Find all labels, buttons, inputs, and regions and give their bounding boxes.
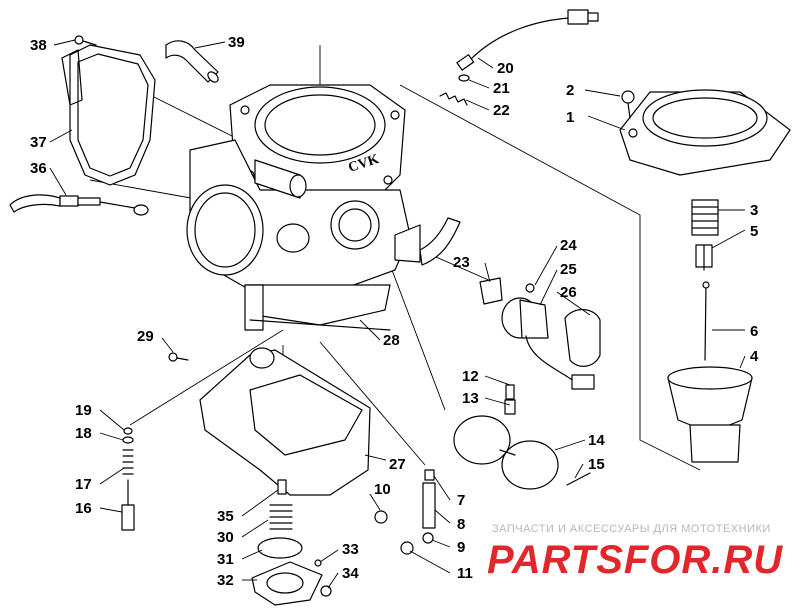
callout-1: 1	[566, 109, 574, 126]
callout-28: 28	[383, 332, 400, 349]
callout-18: 18	[75, 425, 92, 442]
callout-15: 15	[588, 456, 605, 473]
callout-12: 12	[462, 368, 479, 385]
callout-23: 23	[453, 254, 470, 271]
part-12-needle-valve	[505, 384, 515, 400]
callout-33: 33	[342, 541, 359, 558]
callout-2: 2	[566, 82, 574, 99]
callout-11: 11	[457, 565, 473, 582]
part-5-clip	[695, 244, 713, 271]
part-3-spring	[691, 199, 719, 236]
callout-25: 25	[560, 261, 577, 278]
callout-34: 34	[342, 565, 359, 582]
callout-38: 38	[30, 37, 47, 54]
part-24-screw	[525, 283, 535, 293]
callout-9: 9	[457, 539, 465, 556]
part-4-throttle-slide	[667, 366, 753, 463]
watermark-brand-left: PARTS	[487, 538, 624, 582]
part-31-diaphragm	[257, 537, 303, 559]
part-38-screw	[74, 35, 97, 46]
watermark-brand-right: FOR.RU	[624, 538, 783, 582]
carburetor-body: CVK	[186, 84, 461, 331]
callout-6: 6	[750, 323, 758, 340]
callout-19: 19	[75, 402, 92, 419]
part-28-gasket	[249, 319, 391, 331]
callout-22: 22	[493, 102, 510, 119]
part-6-jet-needle	[702, 281, 710, 361]
callout-leaders	[49, 39, 746, 589]
part-26-cap	[564, 309, 601, 367]
callout-4: 4	[750, 348, 759, 365]
callout-10: 10	[374, 481, 391, 498]
part-7-main-jet-holder	[424, 469, 435, 481]
part-29-screw	[168, 352, 189, 362]
callout-27: 27	[389, 456, 406, 473]
part-10-pilot-jet	[374, 510, 388, 524]
part-34-screw	[320, 585, 332, 597]
callout-8: 8	[457, 516, 465, 533]
callout-17: 17	[75, 476, 92, 493]
part-16-pilot-screw	[121, 479, 135, 531]
callout-16: 16	[75, 500, 92, 517]
watermark-brand: PARTSFOR.RU	[487, 538, 783, 582]
callout-29: 29	[137, 328, 154, 345]
callout-21: 21	[493, 80, 510, 97]
part-37-cover	[61, 44, 156, 186]
part-27-float-bowl	[199, 347, 371, 496]
watermark-tagline: ЗАПЧАСТИ И АКСЕССУАРЫ ДЛЯ МОТОТЕХНИКИ	[492, 523, 771, 535]
callout-24: 24	[560, 237, 577, 254]
callout-32: 32	[217, 572, 234, 589]
callout-3: 3	[750, 202, 758, 219]
part-1-top-cap	[619, 89, 791, 176]
watermark: ЗАПЧАСТИ И АКСЕССУАРЫ ДЛЯ МОТОТЕХНИКИ PA…	[487, 523, 783, 582]
callout-5: 5	[750, 223, 758, 240]
part-33-o-ring	[314, 559, 322, 567]
part-9-main-jet	[422, 532, 434, 544]
part-14-float	[453, 415, 559, 490]
part-23-bracket	[479, 277, 503, 305]
part-25-starter-plunger	[501, 297, 595, 390]
part-32-pump-cover	[251, 561, 323, 606]
callout-36: 36	[30, 160, 47, 177]
part-15-float-pin	[566, 472, 591, 486]
part-13-needle-clip	[504, 399, 516, 415]
callout-37: 37	[30, 134, 47, 151]
part-11-plug	[400, 541, 414, 555]
callout-labels: 1 2 3 4 5 6 7 8 9 10 11 12 13 14 15 16 1…	[30, 34, 759, 589]
callout-26: 26	[560, 284, 577, 301]
part-17-spring	[122, 449, 134, 475]
part-30-spring	[269, 504, 293, 530]
part-19-o-ring	[123, 427, 133, 435]
part-2-screw	[621, 90, 635, 119]
callout-14: 14	[588, 432, 605, 449]
part-36-choke-cable	[9, 194, 149, 216]
part-22-spring	[439, 92, 468, 106]
part-8-needle-jet	[422, 482, 436, 529]
part-21-washer	[458, 74, 470, 82]
part-39-hose	[165, 40, 219, 83]
part-18-washer	[122, 436, 134, 444]
callout-39: 39	[228, 34, 245, 51]
callout-20: 20	[497, 60, 514, 77]
callout-13: 13	[462, 390, 479, 407]
callout-35: 35	[217, 508, 234, 525]
callout-31: 31	[217, 551, 234, 568]
callout-30: 30	[217, 529, 234, 546]
part-20-throttle-cable	[456, 9, 599, 71]
callout-7: 7	[457, 492, 465, 509]
part-35-screw	[277, 479, 287, 495]
